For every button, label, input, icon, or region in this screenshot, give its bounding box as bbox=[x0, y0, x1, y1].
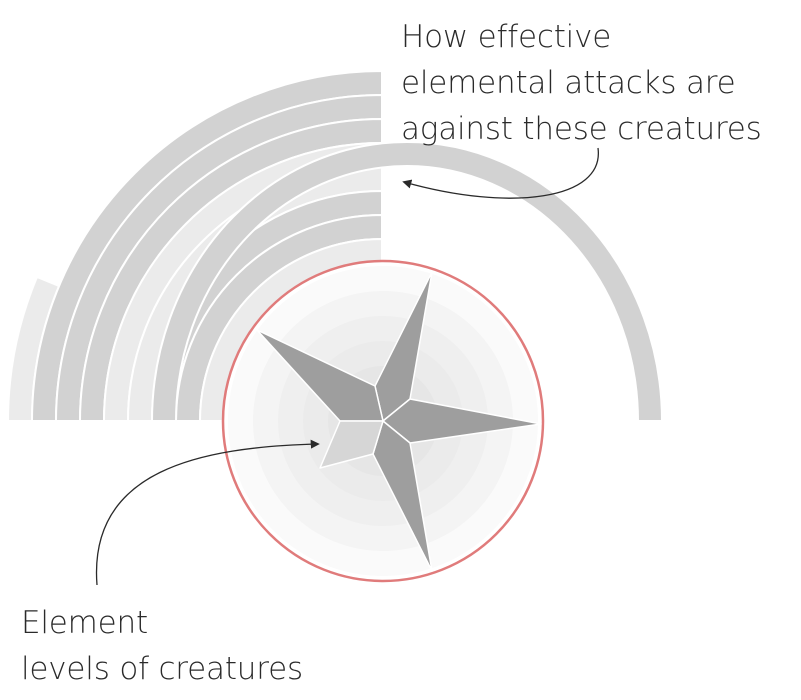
element-radar bbox=[221, 259, 545, 583]
element-levels-annotation-line: Element bbox=[21, 605, 148, 641]
star-petal-light bbox=[319, 420, 384, 469]
element-levels-annotation: Element levels of creatures bbox=[21, 600, 303, 692]
curved-arrow-icon bbox=[95, 439, 320, 586]
effectiveness-annotation-line: against these creatures bbox=[401, 111, 762, 147]
effectiveness-annotation-line: elemental attacks are bbox=[401, 65, 736, 101]
element-levels-annotation-line: levels of creatures bbox=[21, 651, 303, 687]
element-star bbox=[256, 271, 542, 572]
effectiveness-arcs bbox=[6, 69, 664, 422]
effectiveness-annotation: How effective elemental attacks are agai… bbox=[401, 14, 762, 152]
effectiveness-annotation-line: How effective bbox=[401, 19, 612, 55]
curved-arrow-icon bbox=[402, 147, 599, 199]
effectiveness-arc-full bbox=[150, 141, 664, 422]
